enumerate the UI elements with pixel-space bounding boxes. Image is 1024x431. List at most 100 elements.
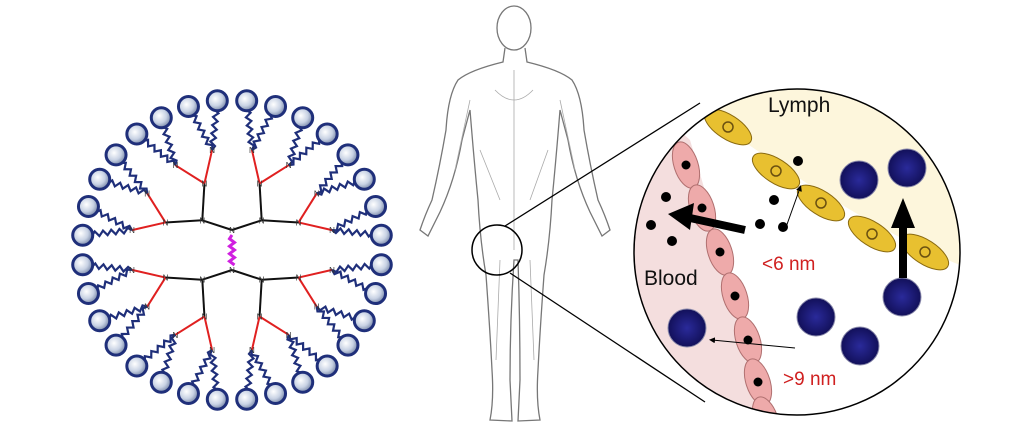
small-nanoparticle	[661, 192, 671, 202]
bond	[201, 279, 206, 317]
bond	[131, 268, 166, 279]
cell-nucleus	[697, 203, 707, 213]
terminal-sphere	[364, 194, 388, 218]
nitrogen-atom: N	[163, 218, 169, 227]
terminal-sphere	[71, 253, 95, 277]
nitrogen-atom: N	[202, 179, 208, 188]
terminal-sphere	[176, 94, 200, 118]
human-body-outline	[419, 5, 611, 422]
zoom-line-bottom	[509, 272, 706, 403]
terminal-sphere	[76, 194, 100, 218]
nitrogen-atom: N	[199, 216, 205, 225]
cell-nucleus	[762, 416, 771, 425]
cell-nucleus	[743, 335, 753, 345]
nitrogen-atom: N	[129, 226, 135, 235]
terminal-sphere	[235, 89, 259, 113]
large-nanoparticle	[887, 148, 927, 188]
terminal-sphere	[369, 223, 393, 247]
nanoparticles	[646, 148, 927, 366]
terminal-sphere	[88, 167, 112, 191]
cell-nucleus	[715, 247, 725, 257]
bond	[259, 164, 290, 185]
terminal-sphere	[315, 354, 339, 378]
bond	[297, 277, 318, 308]
cell-nucleus	[753, 377, 763, 387]
terminal-sphere	[264, 94, 288, 118]
nitrogen-atom: N	[296, 218, 302, 227]
terminal-sphere	[315, 122, 339, 146]
nitrogen-atom: N	[209, 146, 215, 155]
small-particle-arrow-shaft	[689, 214, 746, 234]
nitrogen-atom: N	[144, 189, 150, 198]
nitrogen-atom: N	[314, 303, 320, 312]
nitrogen-atom: N	[259, 276, 265, 285]
small-nanoparticle	[769, 195, 779, 205]
nitrogen-atom: N	[172, 161, 178, 170]
nitrogen-atom: N	[314, 189, 320, 198]
terminal-sphere	[205, 89, 229, 113]
zoom-line-top	[504, 102, 701, 227]
terminal-sphere	[104, 333, 128, 357]
small-nanoparticle	[793, 156, 803, 166]
cell-nucleus	[815, 197, 827, 209]
nitrogen-atom: N	[249, 146, 255, 155]
terminal-sphere	[352, 309, 376, 333]
nitrogen-atom: N	[249, 346, 255, 355]
magnified-circle-border	[633, 88, 961, 416]
bond	[174, 315, 205, 336]
nitrogen-atom: N	[199, 276, 205, 285]
large-particle-arrow-head	[891, 198, 915, 228]
large-nanoparticle	[840, 326, 880, 366]
bonds	[81, 99, 383, 401]
zoom-region-circle	[471, 224, 523, 276]
cell-nucleus	[722, 121, 734, 133]
endothelial-cell	[751, 396, 781, 415]
bond	[298, 221, 333, 232]
bond	[146, 192, 167, 223]
blood-label: Blood	[644, 267, 698, 290]
nitrogen-atom: N	[129, 266, 135, 275]
terminal-groups	[71, 89, 393, 411]
nitrogen-atom: N	[163, 274, 169, 283]
terminal-sphere	[235, 387, 259, 411]
terminal-sphere	[71, 223, 95, 247]
small-particle-arrow-head	[668, 203, 694, 230]
terminal-sphere	[336, 143, 360, 167]
small-particle-thin-arrow	[784, 185, 802, 231]
nitrogen-atom: N	[257, 179, 263, 188]
terminal-sphere	[149, 370, 173, 394]
terminal-sphere	[149, 106, 173, 130]
bond	[250, 316, 261, 351]
bond	[146, 277, 167, 308]
bond	[203, 316, 214, 351]
bond	[259, 315, 290, 336]
bond	[231, 219, 263, 231]
nitrogen-atom: N	[286, 161, 292, 170]
nitrogen-atom: N	[257, 313, 263, 322]
bond	[131, 221, 166, 232]
bond	[165, 219, 203, 224]
nitrogen-atom: N	[144, 303, 150, 312]
terminal-sphere	[125, 354, 149, 378]
cell-nucleus	[770, 165, 782, 177]
terminal-sphere	[76, 282, 100, 306]
terminal-sphere	[88, 309, 112, 333]
lymphatic-cell	[847, 215, 897, 253]
lymph-label: Lymph	[768, 94, 830, 117]
bond	[297, 192, 318, 223]
bond	[258, 279, 263, 317]
large-nanoparticle	[839, 160, 879, 200]
large-size-label: >9 nm	[783, 369, 836, 390]
cell-nucleus	[730, 291, 740, 301]
terminal-sphere	[336, 333, 360, 357]
nitrogen-atom: N	[229, 226, 235, 235]
bond	[203, 149, 214, 184]
nitrogen-atom: N	[202, 313, 208, 322]
nitrogen-atom: N	[172, 331, 178, 340]
nitrogen-atom: N	[229, 266, 235, 275]
bond	[250, 149, 261, 184]
nitrogen-atom: N	[259, 216, 265, 225]
bond	[201, 269, 233, 281]
